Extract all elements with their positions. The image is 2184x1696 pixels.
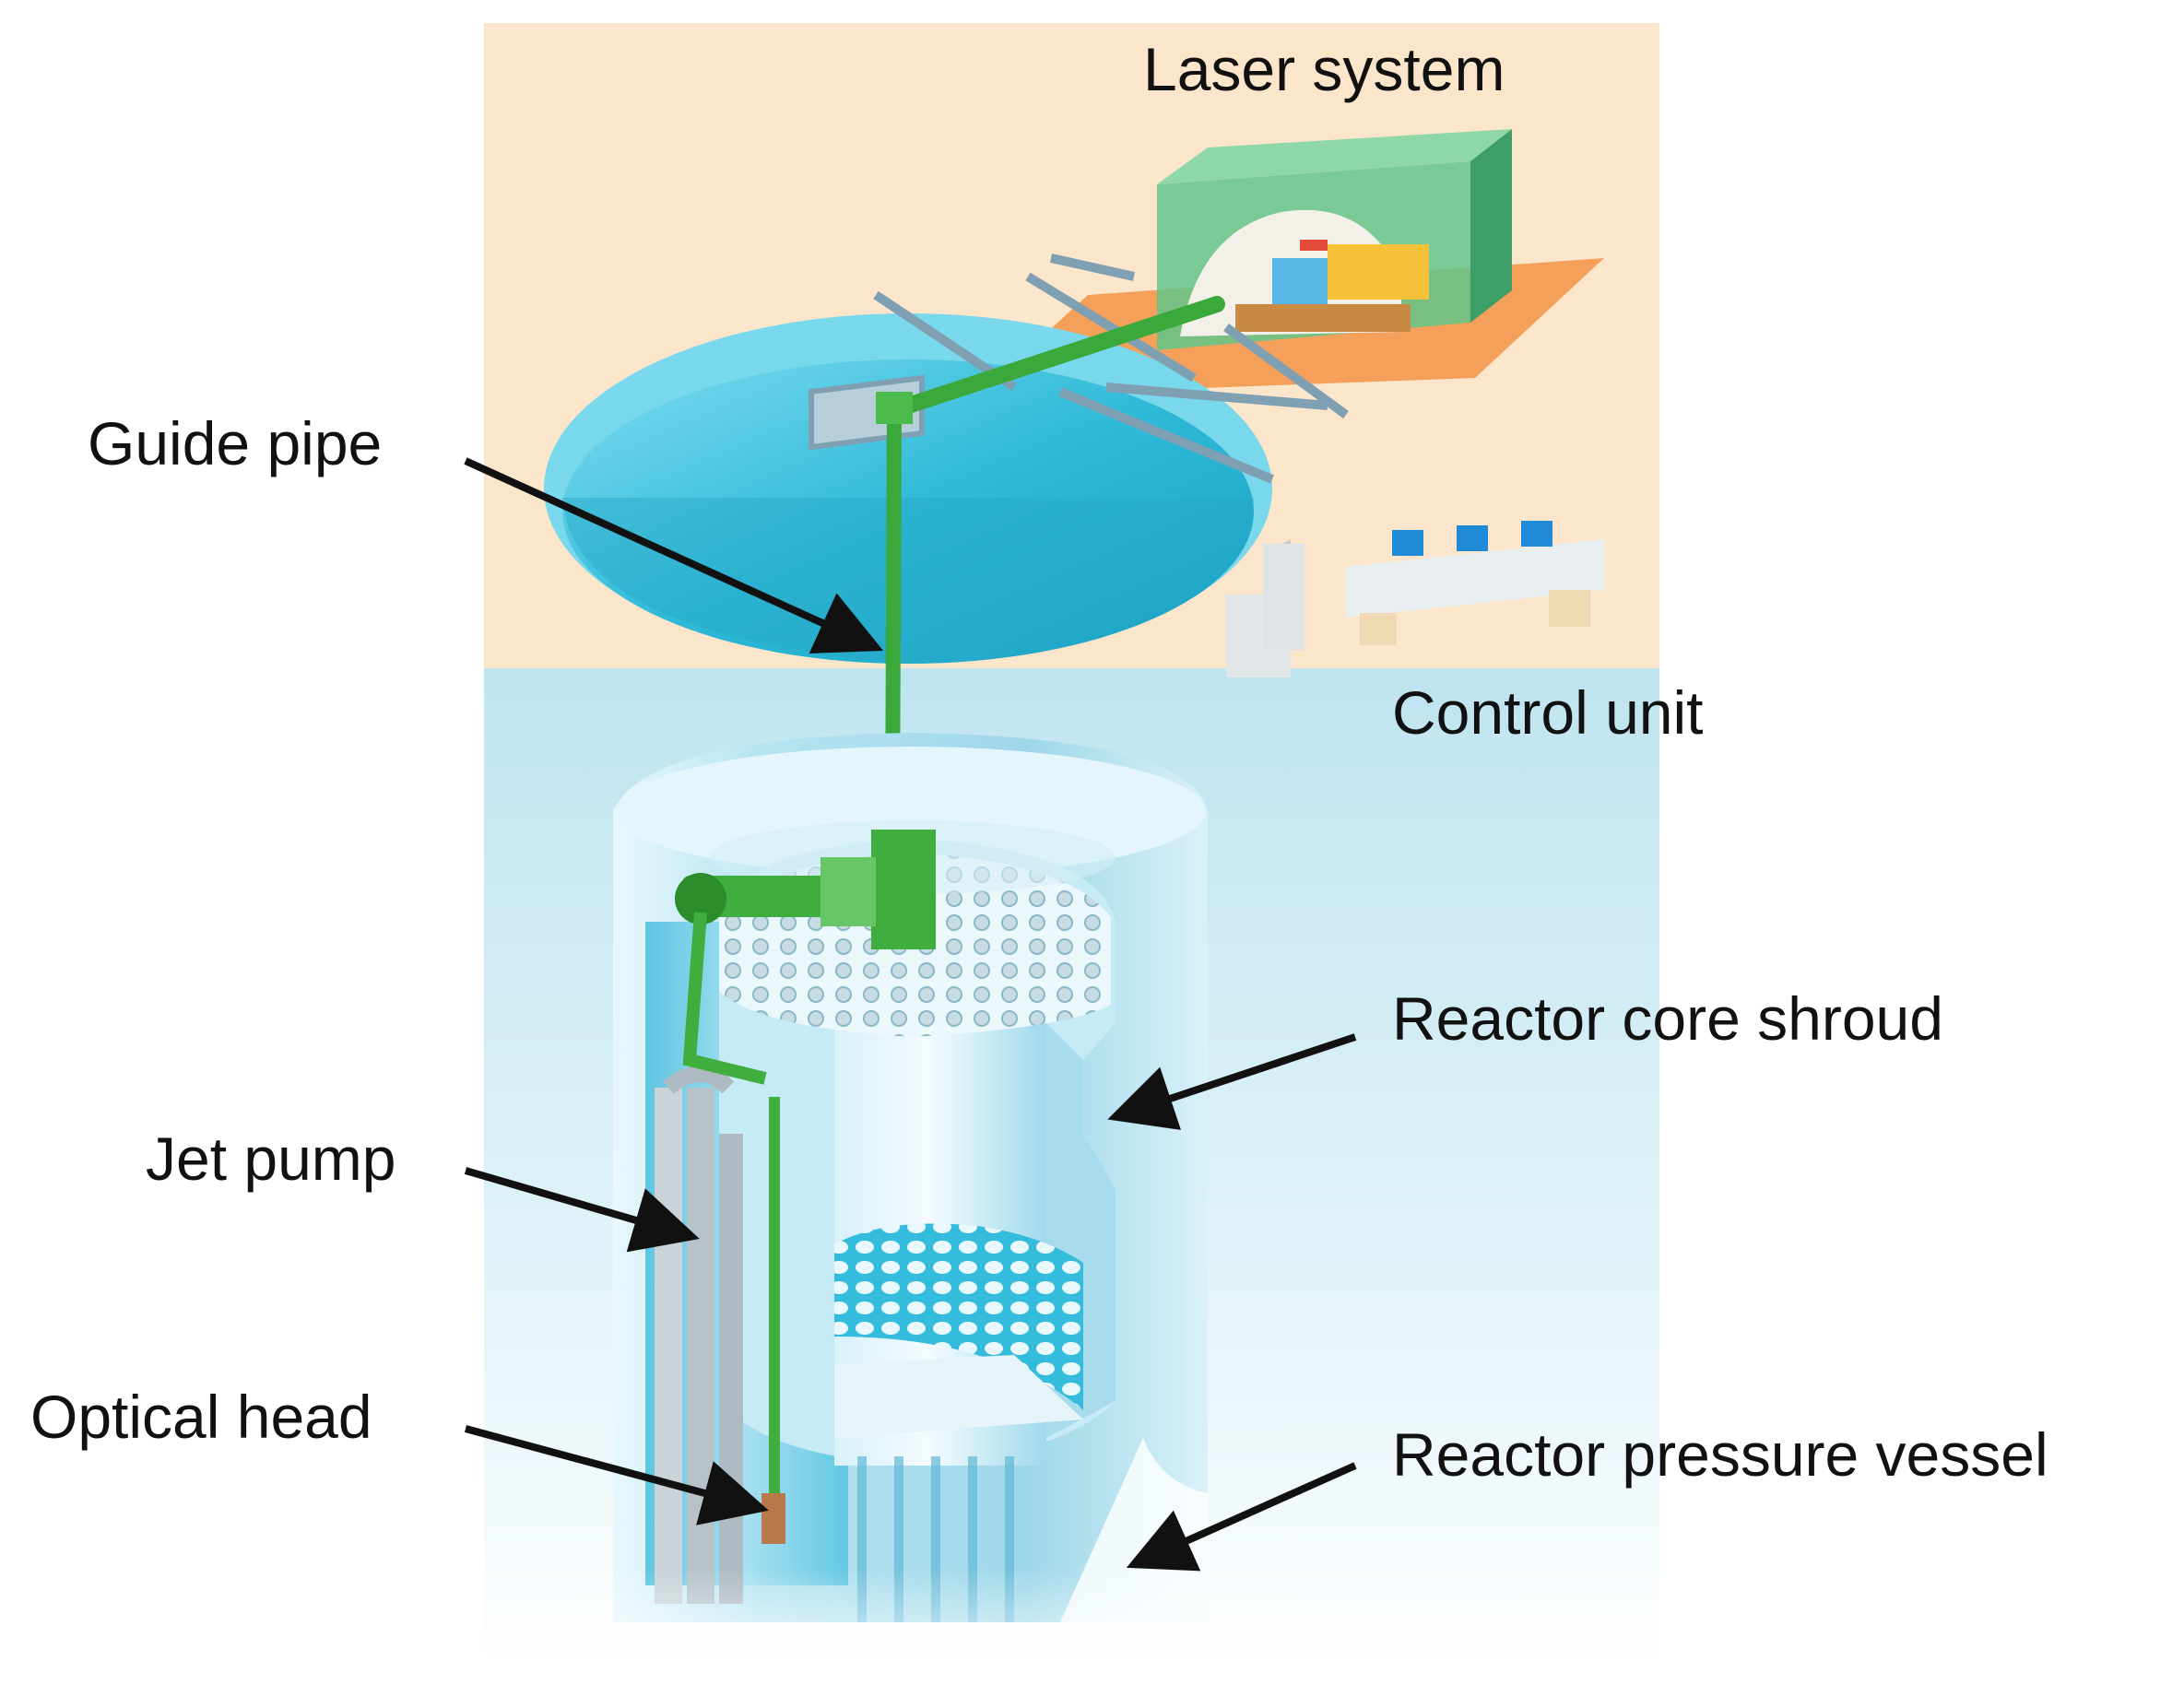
jet-pump-label: Jet pump — [146, 1125, 396, 1193]
laser-system-label: Laser system — [1143, 35, 1505, 103]
optical-head-label: Optical head — [30, 1383, 372, 1451]
reactor-core-shroud-arrow — [1107, 1033, 1357, 1130]
reactor-pressure-vessel-arrow — [1126, 1462, 1357, 1572]
callout-arrows — [464, 457, 1357, 1572]
refueling-pool — [544, 313, 1272, 664]
jet-pump-arrow — [464, 1167, 700, 1253]
optical-head — [761, 1493, 785, 1544]
reactor-core-shroud-label: Reactor core shroud — [1392, 984, 1943, 1053]
control-unit-label: Control unit — [1392, 678, 1704, 747]
jet-pump — [655, 1066, 743, 1604]
bottom-fade — [484, 1567, 1659, 1696]
manipulator-arm — [675, 830, 936, 1502]
guide-pipe-label: Guide pipe — [88, 409, 383, 477]
optical-head-arrow — [464, 1425, 769, 1525]
guide-pipe-arrow — [464, 457, 884, 654]
laser-system-enclosure — [977, 129, 1604, 396]
reactor-pressure-vessel-label: Reactor pressure vessel — [1392, 1420, 2048, 1489]
core-plate — [834, 1223, 1083, 1438]
control-console — [1226, 521, 1604, 677]
